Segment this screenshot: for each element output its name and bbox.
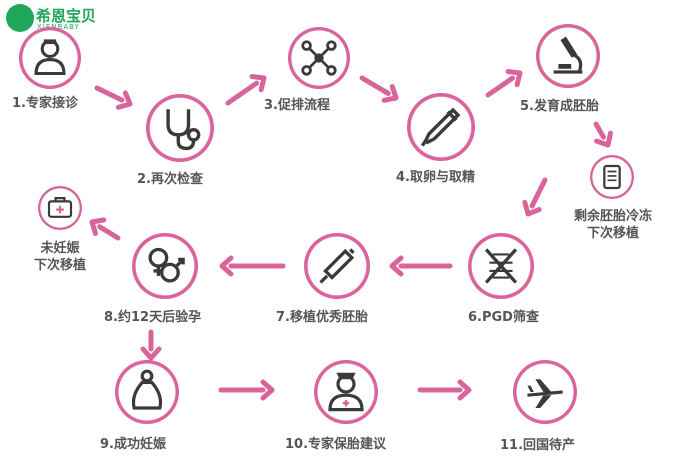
airplane-icon [527, 379, 563, 408]
step-8-node [132, 233, 198, 299]
pregnancy-icon [131, 369, 163, 410]
flow-arrowhead-10 [140, 346, 162, 361]
flow-arrowhead-4 [505, 69, 523, 88]
side-not-pregnant-node [38, 186, 82, 230]
step-6-node [468, 233, 534, 299]
step-9-label: 9.成功妊娠 [100, 437, 166, 452]
freezer-icon [603, 164, 621, 190]
side-freeze-line1: 剩余胚胎冷冻 [574, 209, 653, 224]
gender-icon [148, 247, 185, 283]
logo-mark-icon [6, 4, 34, 32]
step-1-label: 1.专家接诊 [12, 96, 78, 111]
step-2-label: 2.再次检查 [137, 172, 203, 187]
flow-arrowhead-11 [260, 379, 275, 401]
side-freeze-line2: 下次移植 [586, 226, 639, 241]
molecule-icon [301, 40, 337, 76]
side-not-pregnant-line1: 未妊娠 [40, 241, 80, 256]
nurse-icon [328, 372, 364, 412]
dna-icon [484, 248, 518, 284]
side-not-pregnant-line2: 下次移植 [33, 258, 86, 273]
medkit-icon [47, 197, 73, 218]
step-11-node [513, 360, 577, 424]
flow-arrow-3 [359, 75, 391, 96]
microscope-icon [553, 36, 583, 74]
flow-arrow-4 [485, 75, 516, 98]
step-1-node [19, 27, 81, 89]
brand-name: 希恩宝贝 [36, 7, 97, 25]
stethoscope-icon [166, 109, 201, 151]
step-2-node [146, 94, 214, 162]
flow-arrowhead-3 [381, 84, 399, 103]
step-3-label: 3.促排流程 [264, 98, 330, 113]
brand-subtitle: XIENBABY [37, 23, 80, 31]
flow-arrowhead-9 [89, 217, 107, 237]
doctor-icon [34, 39, 66, 76]
step-9-node [115, 360, 179, 424]
brand-logo: 希恩宝贝 XIENBABY [6, 4, 136, 34]
step-10-node [314, 360, 378, 424]
flow-arrowhead-2 [249, 74, 267, 93]
syringe-icon [319, 248, 355, 284]
step-6-label: 6.PGD筛查 [468, 310, 539, 325]
step-3-node [288, 27, 350, 89]
step-8-label: 8.约12天后验孕 [104, 310, 202, 325]
flow-arrowhead-8 [219, 255, 234, 277]
step-10-label: 10.专家保胎建议 [285, 437, 387, 452]
step-11-label: 11.回国待产 [500, 438, 576, 453]
side-freeze-label: 剩余胚胎冷冻 下次移植 [574, 208, 652, 242]
step-5-node [536, 24, 600, 88]
flow-arrowhead-6 [522, 199, 542, 217]
flow-arrowhead-1 [115, 90, 133, 110]
flow-arrow-5 [593, 121, 607, 140]
flow-arrow-2 [225, 80, 260, 106]
flow-arrow-6 [529, 177, 548, 209]
step-7-node [304, 233, 370, 299]
flow-arrow-9 [97, 224, 121, 241]
pipette-icon [420, 107, 461, 147]
flow-arrowhead-7 [389, 255, 404, 277]
flow-arrow-1 [94, 85, 125, 103]
side-freeze-node [590, 155, 634, 199]
step-4-node [407, 93, 475, 161]
flow-arrowhead-12 [457, 379, 472, 401]
step-5-label: 5.发育成胚胎 [520, 99, 599, 114]
step-7-label: 7.移植优秀胚胎 [276, 310, 368, 325]
step-4-label: 4.取卵与取精 [396, 170, 475, 185]
flow-arrowhead-5 [594, 130, 613, 148]
side-not-pregnant-label: 未妊娠 下次移植 [24, 240, 96, 274]
